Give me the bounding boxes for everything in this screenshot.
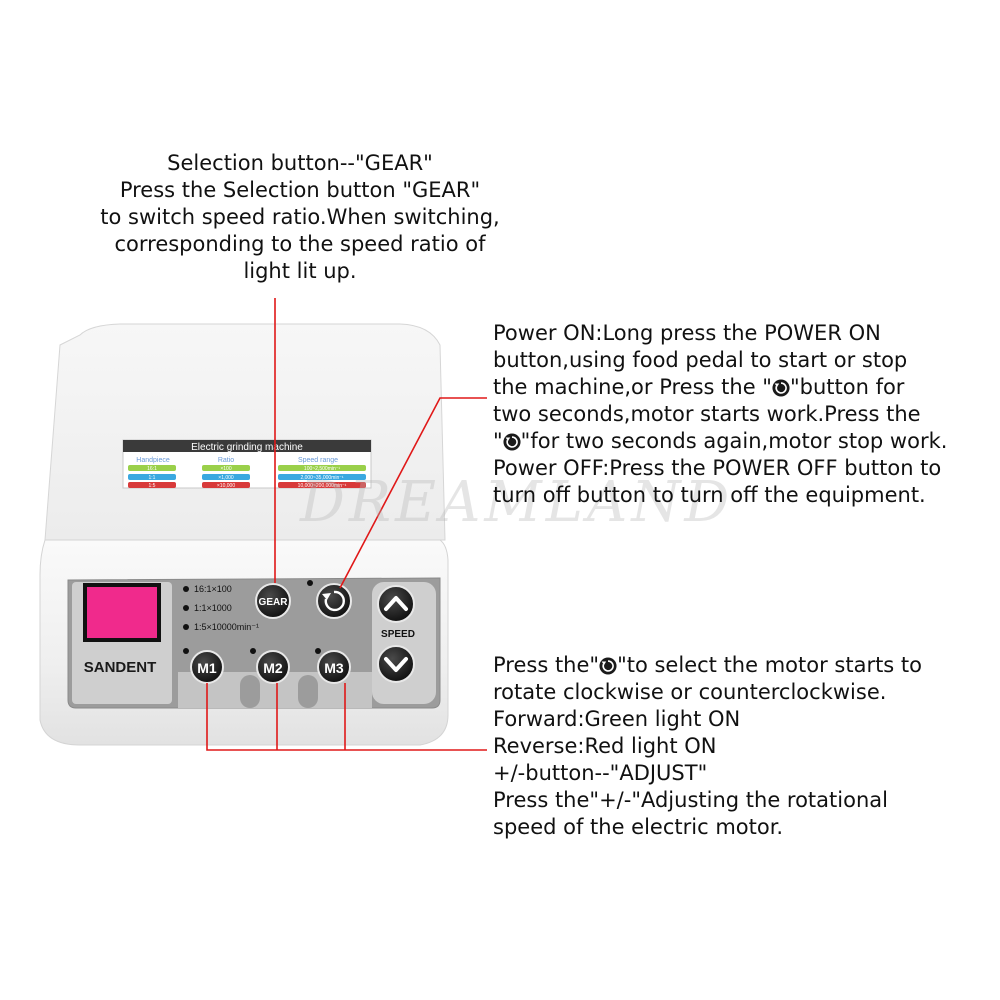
label-row3-range: 10,000~200,000min⁻¹: [298, 483, 347, 489]
label-row1-ratio: ×100: [220, 466, 231, 472]
power-callout-line: [339, 397, 487, 589]
status-led: [315, 648, 321, 654]
gear-callout-line-4: corresponding to the speed ratio of: [114, 232, 486, 256]
motor-callout-line-6: Press the"+/-"Adjusting the rotational: [493, 788, 888, 812]
rotate-icon: [599, 657, 617, 675]
label-row3-ratio: ×10,000: [217, 483, 235, 489]
gear-button[interactable]: GEAR: [255, 583, 291, 619]
status-led: [250, 648, 256, 654]
ratio-led: [183, 586, 189, 592]
status-led: [183, 648, 189, 654]
motor-button-m1-label: M1: [197, 660, 217, 676]
chevron-up-icon: [384, 596, 408, 611]
motor-button-m1[interactable]: M1: [190, 650, 224, 684]
power-callout-line-5: " "for two seconds again,motor stop work.: [493, 428, 993, 455]
label-row2-handpiece: 1:1: [149, 475, 156, 481]
power-rotate-button[interactable]: [316, 583, 352, 619]
motor-callout-line-3: Forward:Green light ON: [493, 707, 741, 731]
gear-callout-line-2: Press the Selection button "GEAR": [119, 178, 481, 202]
ratio-led: [183, 605, 189, 611]
label-row3-handpiece: 1:5: [149, 483, 156, 489]
power-callout-line-1: Power ON:Long press the POWER ON: [493, 321, 881, 345]
power-callout-line-6: Power OFF:Press the POWER OFF button to: [493, 456, 942, 480]
power-callout-line-3-post: "button for: [789, 375, 905, 399]
power-callout-line-5-pre: ": [493, 429, 503, 453]
rotate-icon: [322, 590, 345, 612]
ratio-label-1: 16:1×100: [194, 584, 232, 594]
motor-callout-line-1-pre: Press the": [493, 653, 600, 677]
gear-callout-line-3: to switch speed ratio.When switching,: [100, 205, 500, 229]
gear-callout-line-1: Selection button--"GEAR": [167, 151, 433, 175]
motor-callout-line-1-post: "to select the motor starts to: [617, 653, 923, 677]
speed-down-button[interactable]: [377, 645, 415, 683]
ratio-label-3: 1:5×10000min⁻¹: [194, 622, 259, 632]
power-callout-line-7: turn off button to turn off the equipmen…: [493, 483, 926, 507]
power-callout-line-2: button,using food pedal to start or stop: [493, 348, 908, 372]
label-header-3: Speed range: [298, 457, 338, 464]
motor-button-m3[interactable]: M3: [317, 650, 351, 684]
spec-label: Electric grinding machine Handpiece Rati…: [122, 439, 372, 489]
motor-button-m2-label: M2: [263, 660, 283, 676]
gear-button-label: GEAR: [259, 597, 289, 608]
chevron-down-icon: [384, 657, 408, 672]
motor-callout-line-7: speed of the electric motor.: [493, 815, 784, 839]
label-row1-handpiece: 16:1: [147, 466, 157, 472]
display-screen: [83, 583, 161, 642]
rotate-icon: [772, 379, 790, 397]
power-callout-text: Power ON:Long press the POWER ON button,…: [493, 320, 993, 509]
label-row1-range: 100~2,500min⁻¹: [304, 466, 340, 472]
brand-logo: SANDENT: [84, 659, 157, 676]
motor-callout-line-1: Press the" "to select the motor starts to: [493, 652, 993, 679]
status-led: [307, 580, 313, 586]
motor-callout-text: Press the" "to select the motor starts to…: [493, 652, 993, 841]
gear-callout-line-5: light lit up.: [243, 259, 357, 283]
motor-callout-line-4: Reverse:Red light ON: [493, 734, 717, 758]
watermark: DREAMLAND: [300, 470, 734, 535]
gear-callout-text: Selection button--"GEAR" Press the Selec…: [80, 150, 520, 285]
power-callout-line-4: two seconds,motor starts work.Press the: [493, 402, 921, 426]
label-header-1: Handpiece: [136, 457, 170, 464]
ratio-led: [183, 624, 189, 630]
ratio-label-2: 1:1×1000: [194, 603, 232, 613]
rotate-icon: [503, 433, 521, 451]
motor-callout-line: [206, 683, 487, 751]
ratio-indicators: 16:1×100 1:1×1000 1:5×10000min⁻¹: [183, 584, 259, 632]
motor-button-m3-label: M3: [324, 660, 344, 676]
speed-label: SPEED: [381, 629, 415, 640]
label-header-2: Ratio: [218, 457, 234, 464]
motor-callout-line-2: rotate clockwise or counterclockwise.: [493, 680, 887, 704]
power-callout-line-3-pre: the machine,or Press the ": [493, 375, 772, 399]
label-row2-ratio: ×1,000: [218, 475, 234, 481]
motor-button-m2[interactable]: M2: [256, 650, 290, 684]
label-row2-range: 2,000~35,000min⁻¹: [300, 475, 343, 481]
speed-up-button[interactable]: [377, 585, 415, 623]
label-title: Electric grinding machine: [191, 442, 303, 453]
motor-callout-line-5: +/-button--"ADJUST": [493, 761, 708, 785]
power-callout-line-5-post: "for two seconds again,motor stop work.: [520, 429, 948, 453]
power-callout-line-3: the machine,or Press the " "button for: [493, 374, 993, 401]
callout-lines: [206, 298, 487, 751]
